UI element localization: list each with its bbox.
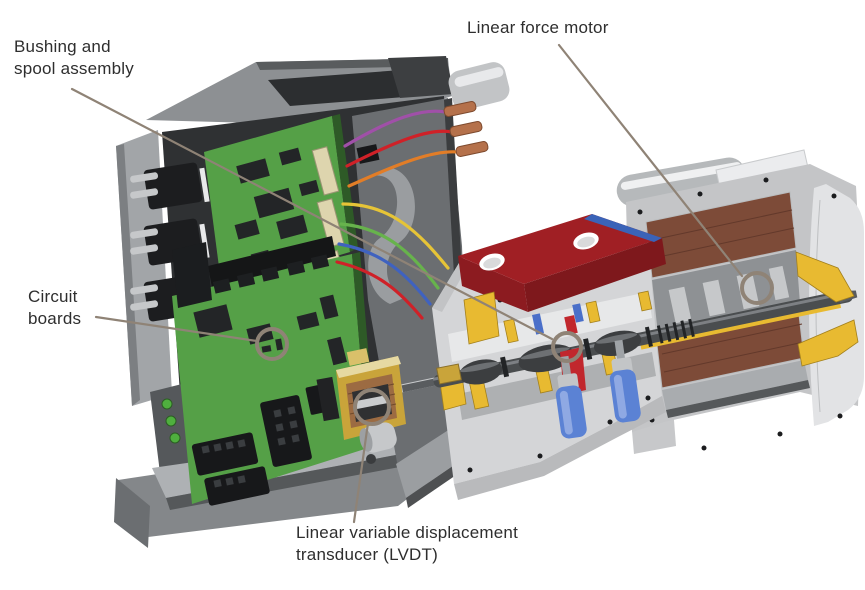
wire-red bbox=[345, 129, 454, 168]
bolts bbox=[637, 177, 843, 451]
copper-pin bbox=[449, 121, 483, 137]
callout-annotations bbox=[70, 43, 774, 524]
manifold-block bbox=[458, 214, 666, 312]
annotation-circle-lvdt bbox=[353, 388, 391, 426]
pin-headers bbox=[191, 385, 325, 506]
manifold-blue-edge bbox=[584, 214, 662, 242]
leader-line-bushing-spool bbox=[70, 87, 554, 341]
status-leds bbox=[161, 398, 181, 444]
wire-red-2 bbox=[335, 260, 424, 320]
wire-blue bbox=[337, 242, 432, 306]
flexure-horn-lower bbox=[797, 319, 859, 367]
annotation-circle-circuit bbox=[255, 327, 289, 361]
spool-shaft bbox=[342, 289, 858, 405]
connector-barrel bbox=[443, 62, 510, 157]
wire-orange bbox=[347, 150, 460, 188]
spade-connector bbox=[609, 339, 641, 423]
flexure-horn-upper bbox=[795, 251, 855, 303]
copper-pin bbox=[443, 101, 477, 117]
ic-chips-upper bbox=[234, 147, 322, 267]
label-bushing-spool-assembly: Bushing and spool assembly bbox=[14, 37, 134, 78]
leader-line-circuit-boards bbox=[94, 315, 259, 343]
wire-purple bbox=[343, 109, 448, 148]
annotation-circle-motor bbox=[740, 271, 774, 305]
wire-green bbox=[339, 222, 440, 290]
label-lvdt: Linear variable displacement transducer … bbox=[296, 523, 519, 564]
wire-harness bbox=[335, 109, 460, 320]
spade-connector bbox=[555, 355, 587, 439]
leader-line-linear-force-motor bbox=[557, 43, 744, 278]
annotation-circle-spool bbox=[551, 331, 583, 363]
manifold-ports bbox=[479, 232, 599, 271]
leader-line-lvdt bbox=[352, 421, 370, 524]
label-circuit-boards: Circuit boards bbox=[28, 287, 82, 328]
wire-yellow bbox=[341, 202, 450, 270]
lvdt-core bbox=[355, 395, 389, 409]
copper-pin bbox=[455, 141, 489, 157]
capacitor-row bbox=[212, 254, 330, 294]
bushing-gold-parts bbox=[439, 290, 653, 411]
label-linear-force-motor: Linear force motor bbox=[467, 18, 609, 37]
